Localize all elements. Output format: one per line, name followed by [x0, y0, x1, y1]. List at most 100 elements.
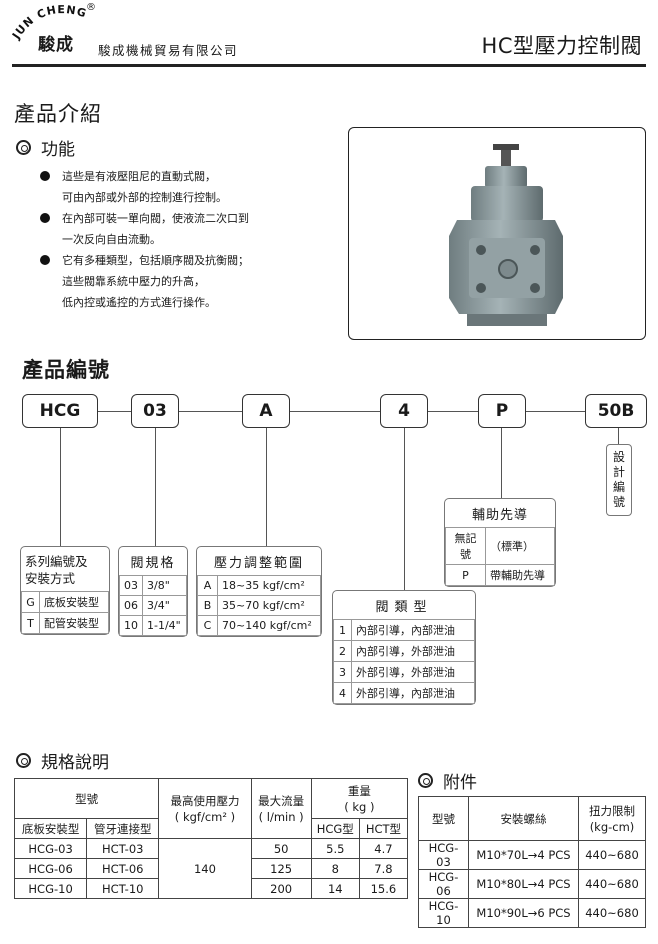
leader-line [618, 428, 619, 444]
table-cell: 底板安裝型 [39, 591, 109, 613]
header-cell: 最大流量 ( l/min ) [250, 778, 312, 839]
table-cell: 7.8 [358, 858, 409, 879]
feature-line: 這些閥靠系統中壓力的升高， [62, 275, 205, 288]
design-number-label: 設 計 編 號 [606, 444, 632, 516]
feature-line: 低內控或遙控的方式進行操作。 [62, 296, 216, 309]
table-cell: M10*70L→4 PCS [468, 840, 579, 870]
header-cell: HCT型 [358, 818, 409, 839]
series-title-line: 系列編號及 [25, 554, 88, 569]
header-cell: 最高使用壓力 ( kgf/cm² ) [158, 778, 252, 839]
design-char: 號 [612, 495, 625, 509]
header-cell-unit: ( kgf/cm² ) [174, 809, 236, 824]
product-photo [348, 127, 646, 340]
header-cell-text: 重量 [347, 783, 371, 798]
design-char: 設 [612, 450, 625, 464]
table-cell: 配管安裝型 [39, 612, 109, 634]
feature-line: 它有多種類型，包括順序閥及抗衡閥； [62, 254, 249, 267]
section-bullet-icon [16, 753, 31, 768]
leader-line [266, 428, 267, 546]
pilot-title: 輔助先導 [471, 508, 528, 523]
code-box-pilot: P [478, 394, 526, 428]
table-cell: 外部引導，外部泄油 [351, 661, 475, 683]
design-char: 計 [612, 465, 625, 479]
header-cell: 重量 ( kg ) [310, 778, 409, 819]
leader-line [404, 428, 405, 590]
table-cell: G [21, 591, 40, 613]
table-cell: 3/4" [142, 595, 187, 616]
header-cell: 底板安裝型 [13, 818, 88, 839]
table-row: HCG-03 M10*70L→4 PCS 440~680 [418, 840, 646, 870]
feature-line: 可由內部或外部的控制進行控制。 [62, 191, 227, 204]
bullet-icon [40, 213, 50, 223]
header-cell-unit: (kg-cm) [589, 819, 635, 834]
function-heading: 功能 [16, 135, 75, 160]
header-cell: 型號 [13, 778, 160, 819]
table-cell: 帶輔助先導 [485, 564, 555, 586]
feature-line: 一次反向自由流動。 [62, 233, 161, 246]
table-cell: M10*90L→6 PCS [468, 898, 579, 928]
table-cell: B [197, 595, 218, 616]
table-cell: HCG-03 [13, 838, 88, 859]
table-cell: 440~680 [578, 840, 646, 870]
code-heading: 產品編號 [22, 358, 110, 382]
table-cell: HCT-06 [86, 858, 160, 879]
design-char: 編 [612, 480, 625, 494]
table-cell: 4 [333, 682, 352, 704]
table-cell: M10*80L→4 PCS [468, 869, 579, 899]
code-box-design: 50B [585, 394, 647, 428]
table-cell: 無記號 [445, 527, 486, 565]
table-cell: 1-1/4" [142, 615, 187, 636]
table-cell: 15.6 [358, 878, 409, 899]
table-cell: 140 [158, 838, 252, 899]
spec-table: 型號 最高使用壓力 ( kgf/cm² ) 最大流量 ( l/min ) 重量 … [13, 778, 409, 899]
header-divider [12, 64, 646, 67]
table-row: HCG-10 M10*90L→6 PCS 440~680 [418, 898, 646, 928]
section-bullet-icon [418, 773, 433, 788]
header-cell: 安裝螺絲 [468, 796, 579, 841]
function-heading-text: 功能 [41, 140, 75, 160]
table-cell: P [445, 564, 486, 586]
code-box-series: HCG [22, 394, 98, 428]
bullet-icon [40, 255, 50, 265]
table-row: T 配管安裝型 [21, 612, 109, 634]
header-cell: 型號 [418, 796, 469, 841]
section-bullet-icon [16, 140, 31, 155]
code-box-pressure: A [242, 394, 290, 428]
table-cell: 外部引導，內部泄油 [351, 682, 475, 704]
table-row: HCG-10 HCT-10 200 14 15.6 [13, 878, 409, 899]
feature-line: 在內部可裝一單向閥，使液流二次口到 [62, 212, 249, 225]
table-cell: 5.5 [310, 838, 360, 859]
valve-type-title: 閥類型 [375, 600, 433, 615]
table-row: G 底板安裝型 [21, 591, 109, 613]
table-cell: A [197, 575, 218, 596]
connector-line [98, 411, 131, 412]
table-cell: 125 [250, 858, 312, 879]
table-row: HCG-06 M10*80L→4 PCS 440~680 [418, 869, 646, 899]
table-cell: （標準） [485, 527, 555, 565]
bullet-icon [40, 171, 50, 181]
table-cell: 50 [250, 838, 312, 859]
table-row: 無記號（標準） [445, 527, 555, 565]
table-cell: HCG-10 [418, 898, 469, 928]
accessories-heading-text: 附件 [443, 773, 477, 793]
table-cell: 2 [333, 640, 352, 662]
accessories-table: 型號 安裝螺絲 扭力限制 (kg-cm) HCG-03 M10*70L→4 PC… [418, 796, 646, 928]
registered-mark: ® [86, 2, 96, 13]
table-cell: 03 [119, 575, 143, 596]
header-cell-text: 扭力限制 [589, 803, 635, 818]
table-cell: 3 [333, 661, 352, 683]
header-cell: 扭力限制 (kg-cm) [578, 796, 646, 841]
table-cell: 18~35 kgf/cm² [217, 575, 321, 596]
